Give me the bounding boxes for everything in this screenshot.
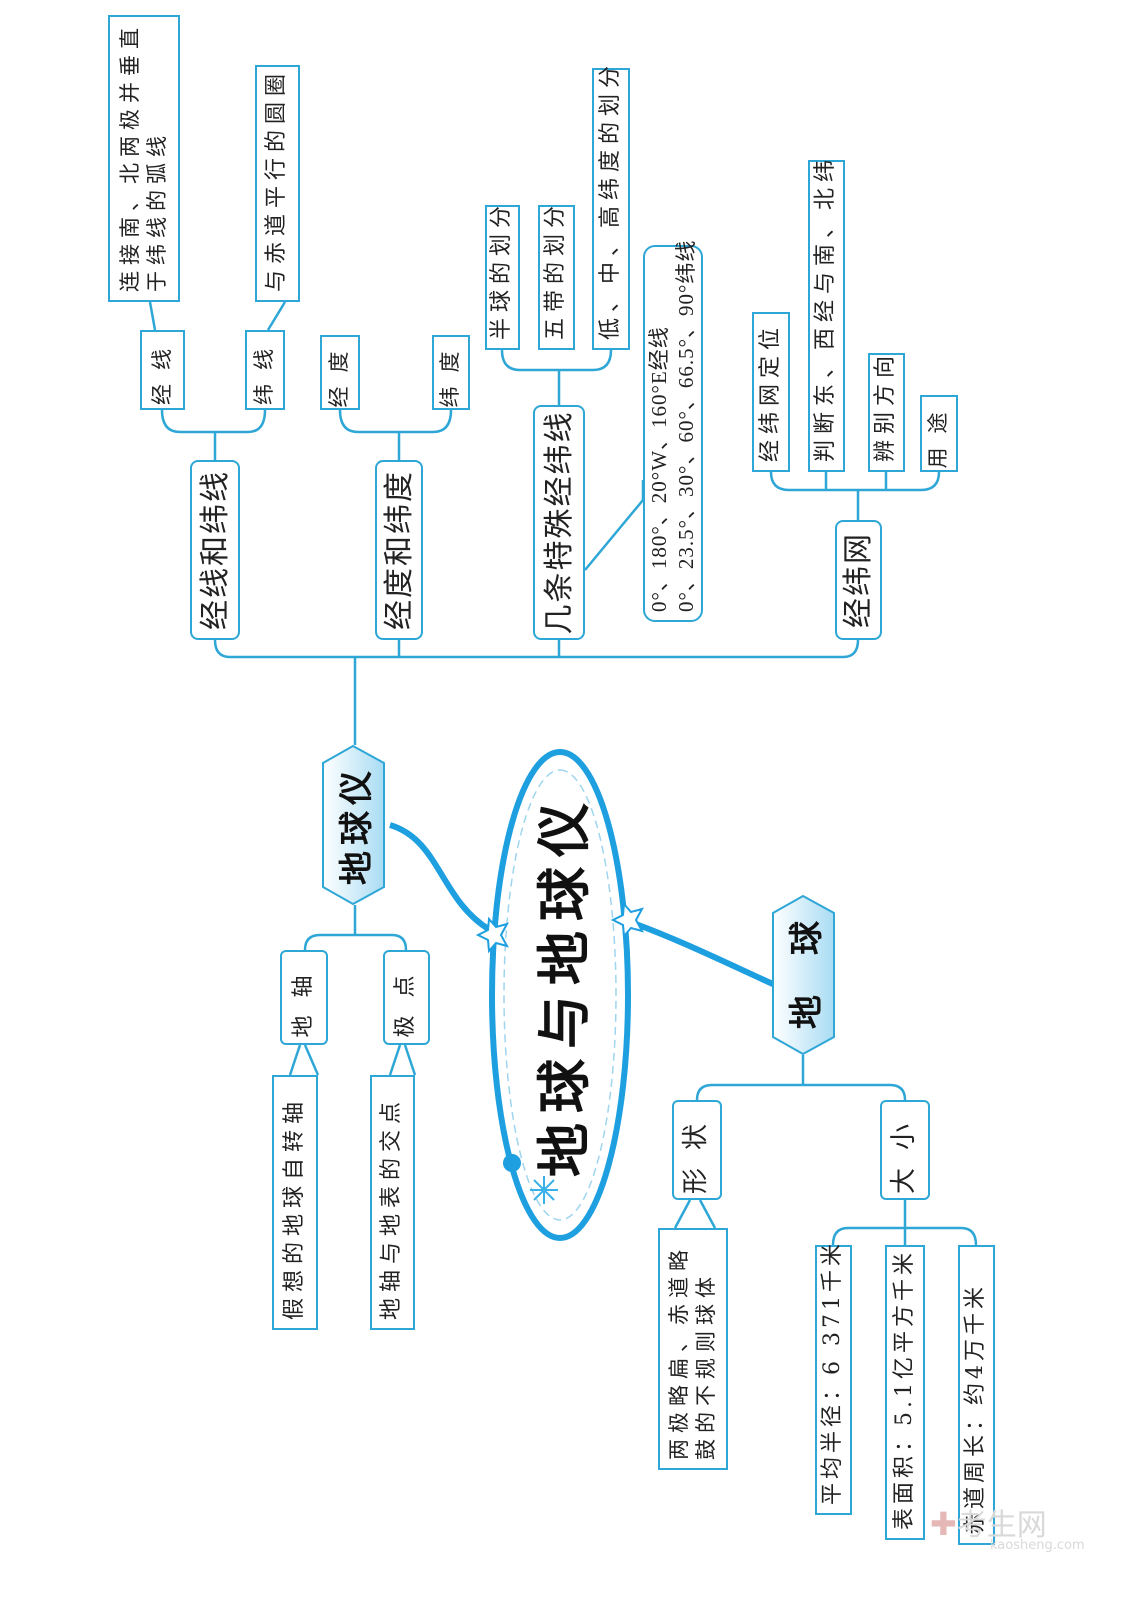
node-size: 大小 [880, 1100, 930, 1200]
node-meridian: 经线 [140, 330, 185, 410]
node-meridians-parallels: 经线和纬线 [190, 460, 240, 640]
node-judge-hemispheres: 判断东、西经与南、北纬 [808, 154, 845, 472]
star-burst-icon [530, 1176, 558, 1204]
node-five-zones: 五带的划分 [538, 200, 575, 350]
note-meridian: 连接南、北两极并垂直 于纬线的弧线 [108, 15, 180, 302]
star-icon [475, 901, 645, 954]
node-globe-model: 地球仪 [322, 745, 385, 905]
node-special-lines: 几条特殊经纬线 [533, 405, 585, 640]
size-area: 表面积：5.1亿平方千米 [885, 1245, 925, 1540]
node-poles: 极点 [383, 950, 430, 1045]
node-longitude: 经度 [320, 335, 360, 410]
node-parallel: 纬线 [245, 330, 285, 410]
note-poles: 地轴与地表的交点 [370, 1075, 415, 1330]
node-hemisphere: 半球的划分 [485, 200, 520, 350]
note-shape: 两极略扁、赤道略 鼓的不规则球体 [658, 1228, 728, 1470]
node-latitude-bands: 低、中、高纬度的划分 [592, 60, 630, 350]
note-parallel: 与赤道平行的圆圈 [255, 65, 300, 302]
node-latitude: 纬度 [432, 335, 470, 410]
node-longitude-latitude: 经度和纬度 [375, 460, 423, 640]
node-uses: 用途 [920, 395, 958, 472]
node-grid: 经纬网 [835, 520, 882, 640]
page-title: 地球与地球仪 [532, 793, 596, 1177]
node-axis: 地轴 [280, 950, 328, 1045]
note-axis: 假想的地球自转轴 [272, 1075, 318, 1330]
node-direction: 辨别方向 [868, 350, 905, 472]
node-earth: 地球 [772, 881, 835, 1055]
watermark-logo-icon: ✚ [930, 1505, 957, 1543]
node-grid-positioning: 经纬网定位 [752, 312, 790, 472]
size-radius: 平均半径：6 371千米 [815, 1240, 852, 1515]
note-special-lines: 0°、180°、20°W、160°E经线 0°、23.5°、30°、60°、66… [643, 240, 703, 622]
node-shape: 形状 [672, 1100, 722, 1200]
title-ellipse [489, 749, 631, 1241]
